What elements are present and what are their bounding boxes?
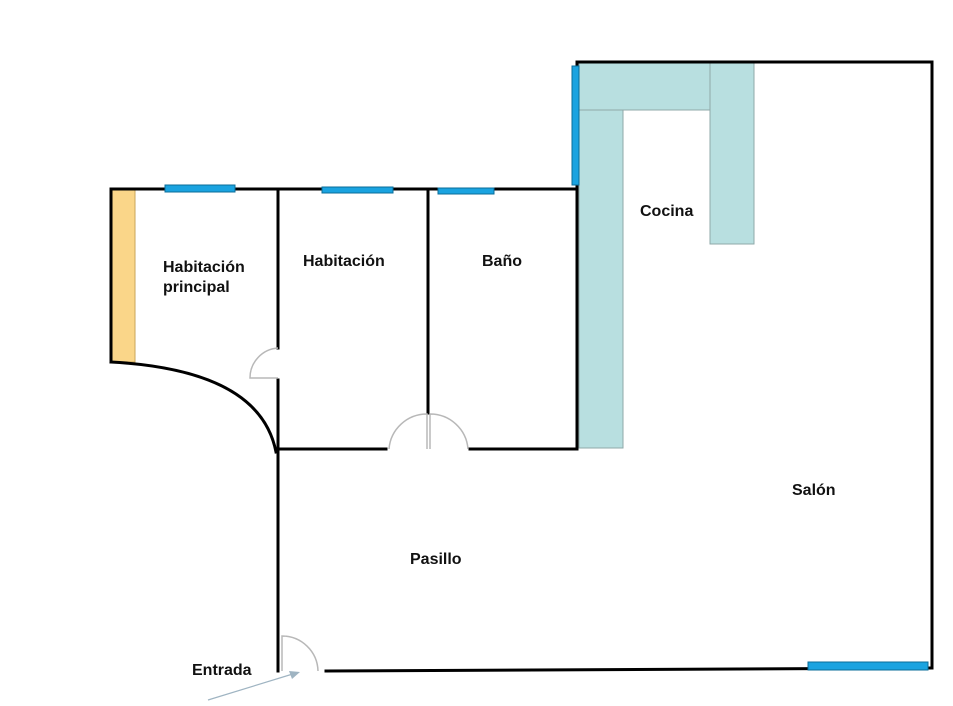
closet [110,188,136,363]
room-label-master-bedroom: Habitación principal [163,259,249,296]
room-label-kitchen: Cocina [640,203,693,220]
kitchen-counter-left [578,109,624,449]
room-label-hallway: Pasillo [410,551,462,568]
window-kitchen [571,65,580,186]
window-bathroom [437,187,495,195]
entrance-arrow-head [289,671,300,679]
wall-master-curved [109,360,278,454]
walls [109,60,934,673]
doors [249,347,469,672]
window-bedroom [321,186,394,194]
door-bathroom [429,413,469,450]
door-master-bedroom [249,347,279,379]
windows [164,65,929,671]
door-entrance [281,635,319,672]
door-bedroom [388,413,428,450]
kitchen-counter-right [709,62,755,245]
window-living-room [807,661,929,671]
room-label-living-room: Salón [792,482,836,499]
entrance-arrow-line [207,672,297,701]
room-label-master-bedroom-line2: principal [163,279,230,296]
room-label-master-bedroom-line1: Habitación [163,259,245,276]
window-master-bedroom [164,184,236,193]
room-label-bathroom: Baño [482,253,522,270]
room-label-bedroom: Habitación [303,253,385,270]
kitchen-counters [578,62,755,449]
room-label-entrance: Entrada [192,662,252,679]
entrance-arrow [207,671,300,701]
